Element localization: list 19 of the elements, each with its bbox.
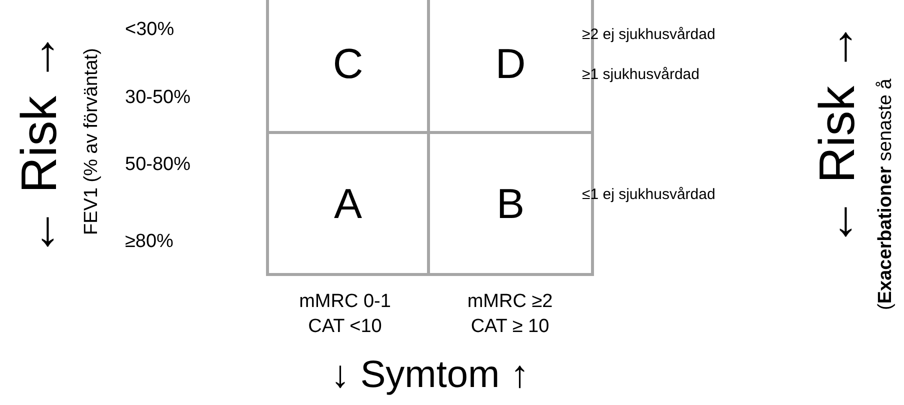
category-letter: D [495,40,526,88]
axis-tick-label: ≥80% [125,232,174,251]
axis-tick-label: ≥1 sjukhusvårdad [582,67,700,82]
axis-tick-label: mMRC 0-1 CAT <10 [298,290,392,339]
category-letter: A [334,180,362,228]
axis-tick-label: 50-80% [125,155,190,174]
axis-subtitle: (Exacerbationer senaste å [876,78,895,310]
axis-tick-label: <30% [125,20,174,39]
category-letter: C [332,40,364,88]
axis-title: ← Risk → [812,22,862,250]
axis-title: ← Risk → [14,32,64,260]
axis-title: ↓ Symtom ↑ [330,356,530,394]
axis-tick-label: ≥2 ej sjukhusvårdad [582,27,716,42]
axis-tick-label: mMRC ≥2 CAT ≥ 10 [466,290,554,339]
axis-tick-label: 30-50% [125,88,190,107]
axis-subtitle: FEV1 (% av förväntat) [82,48,101,238]
grid-cell [266,131,430,276]
axis-tick-label: ≤1 ej sjukhusvårdad [582,187,716,202]
category-letter: B [496,180,524,228]
